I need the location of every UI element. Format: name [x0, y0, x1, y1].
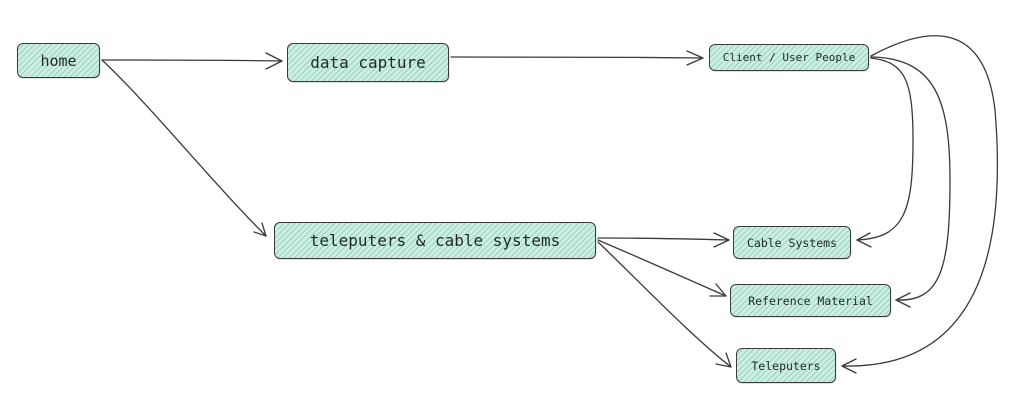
arrowhead-client-reference [895, 292, 911, 308]
node-teleputers[interactable]: Teleputers [736, 348, 836, 383]
node-teleputers-cable-systems[interactable]: teleputers & cable systems [274, 222, 596, 259]
arrowhead-client-teleputers [841, 358, 857, 374]
node-home[interactable]: home [17, 43, 100, 78]
node-home-label: home [40, 51, 77, 70]
node-data-capture-label: data capture [310, 53, 426, 72]
edge-data-capture-to-client [450, 56, 704, 59]
arrowhead-teleputers [715, 352, 732, 368]
node-cable-systems-label: Cable Systems [746, 235, 837, 250]
edge-tc-to-cable-systems [597, 237, 730, 241]
arrowhead-data-capture [265, 52, 283, 70]
arrowhead-reference [709, 283, 727, 297]
edge-tc-to-teleputers [597, 241, 732, 368]
edge-tc-to-reference [597, 239, 727, 297]
node-teleputers-cable-systems-label: teleputers & cable systems [309, 231, 561, 250]
node-reference-material[interactable]: Reference Material [730, 284, 891, 317]
arrowhead-client-cable [856, 232, 872, 248]
node-reference-material-label: Reference Material [748, 293, 873, 308]
node-client-user-people[interactable]: Client / User People [709, 44, 869, 71]
node-teleputers-label: Teleputers [751, 358, 821, 373]
edge-home-to-data-capture [101, 59, 283, 62]
node-client-user-people-label: Client / User People [722, 51, 856, 64]
arrowhead-cable-systems [713, 232, 730, 248]
node-data-capture[interactable]: data capture [287, 43, 449, 82]
edge-client-to-cable-systems [856, 57, 914, 241]
arrowhead-client [686, 50, 704, 66]
edge-home-to-teleputers-cable [101, 59, 267, 237]
arrowhead-teleputers-cable [253, 222, 267, 237]
edge-client-to-reference [870, 56, 951, 301]
node-cable-systems[interactable]: Cable Systems [733, 226, 851, 259]
edge-client-to-teleputers [841, 35, 999, 367]
